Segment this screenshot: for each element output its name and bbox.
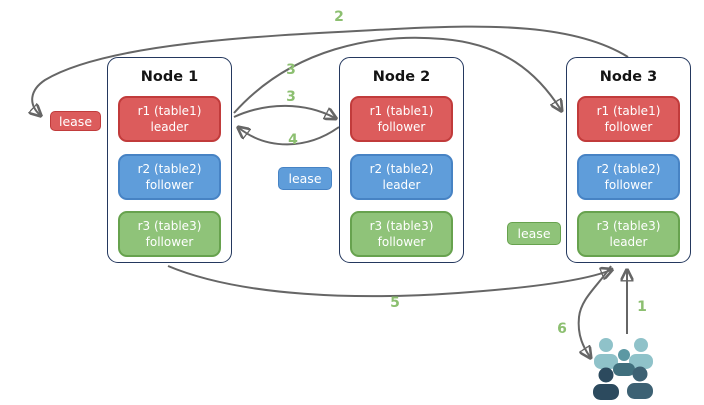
replica-role: follower [377, 120, 426, 134]
node-3-replica-r3: r3 (table3) leader [577, 211, 680, 257]
step-label-5: 5 [390, 295, 400, 311]
user-center [613, 349, 635, 376]
replica-role: follower [604, 120, 653, 134]
replica-role: leader [609, 235, 648, 249]
node-1-replica-r1: r1 (table1) leader [118, 96, 221, 142]
user-bottom-right [627, 366, 653, 399]
arrow-step3-node1-to-node2 [233, 104, 335, 118]
node-2-replica-r3: r3 (table3) follower [350, 211, 453, 257]
node-1-replica-r3: r3 (table3) follower [118, 211, 221, 257]
step-label-4: 4 [288, 132, 298, 148]
replica-name: r3 (table3) [596, 218, 661, 233]
lease-badge-table3: lease [507, 222, 561, 245]
step-label-1: 1 [637, 299, 647, 315]
replica-role: follower [145, 178, 194, 192]
replica-name: r3 (table3) [137, 218, 202, 233]
replica-role: leader [150, 120, 189, 134]
replica-role: leader [382, 178, 421, 192]
users-group-icon [593, 338, 653, 400]
replica-role: follower [145, 235, 194, 249]
step-label-3-lower: 3 [286, 89, 296, 105]
node-2-title: Node 2 [372, 69, 431, 85]
lease-badge-table2: lease [278, 167, 332, 190]
node-2-card: Node 2 r1 (table1) follower r2 (table2) … [339, 57, 464, 263]
user-top-left [594, 338, 618, 369]
replica-name: r1 (table1) [596, 103, 661, 118]
node-2-replica-r1: r1 (table1) follower [350, 96, 453, 142]
node-2-replica-r2: r2 (table2) leader [350, 154, 453, 200]
node-1-card: Node 1 r1 (table1) leader r2 (table2) fo… [107, 57, 232, 263]
step-label-3-upper: 3 [286, 62, 296, 78]
replica-name: r2 (table2) [369, 161, 434, 176]
step-label-2: 2 [334, 9, 344, 25]
node-3-title: Node 3 [599, 69, 658, 85]
node-1-title: Node 1 [140, 69, 199, 85]
node-3-replica-r2: r2 (table2) follower [577, 154, 680, 200]
replica-name: r1 (table1) [369, 103, 434, 118]
lease-badge-table1: lease [50, 111, 101, 131]
step-label-6: 6 [557, 321, 567, 337]
node-1-replica-r2: r2 (table2) follower [118, 154, 221, 200]
node-3-card: Node 3 r1 (table1) follower r2 (table2) … [566, 57, 691, 263]
node-3-replica-r1: r1 (table1) follower [577, 96, 680, 142]
replica-name: r1 (table1) [137, 103, 202, 118]
replica-name: r2 (table2) [137, 161, 202, 176]
replica-name: r3 (table3) [369, 218, 434, 233]
replica-role: follower [604, 178, 653, 192]
replica-role: follower [377, 235, 426, 249]
user-bottom-left [593, 367, 619, 400]
user-top-right [629, 338, 653, 369]
replica-name: r2 (table2) [596, 161, 661, 176]
arrow-step5-node1-to-node3 [167, 265, 611, 298]
